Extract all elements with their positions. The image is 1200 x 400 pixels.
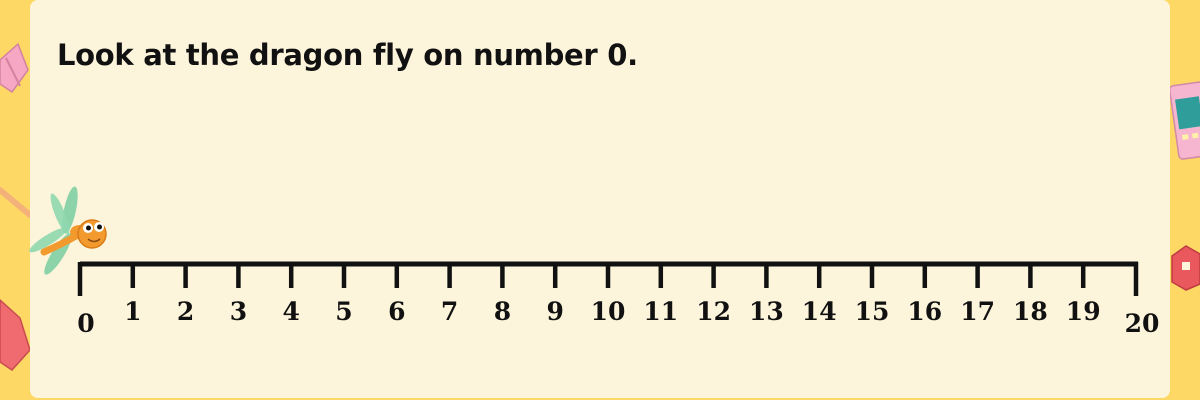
tick-label-19: 19 <box>1066 297 1101 326</box>
tick-label-16: 16 <box>907 297 942 326</box>
pink-gift-box-icon <box>0 42 29 94</box>
tick-label-20: 20 <box>1125 309 1160 338</box>
tick-label-12: 12 <box>696 297 731 326</box>
tick-label-5: 5 <box>335 297 352 326</box>
tick-label-18: 18 <box>1013 297 1048 326</box>
tick-label-7: 7 <box>441 297 458 326</box>
calculator-icon <box>1168 81 1200 160</box>
tick-label-1: 1 <box>124 297 141 326</box>
red-box-icon <box>1171 245 1200 291</box>
ruler-stick-icon <box>0 187 33 218</box>
tick-label-15: 15 <box>855 297 890 326</box>
tick-label-9: 9 <box>546 297 563 326</box>
tick-label-2: 2 <box>177 297 194 326</box>
red-cube-icon <box>0 298 31 371</box>
left-decorations <box>0 42 33 371</box>
dragonfly-icon <box>29 186 107 275</box>
content-card <box>30 0 1170 398</box>
tick-marks <box>77 262 1139 296</box>
tick-label-17: 17 <box>960 297 995 326</box>
right-decorations <box>1168 81 1200 291</box>
tick-label-3: 3 <box>230 297 247 326</box>
instruction-text: Look at the dragon fly on number 0. <box>57 38 638 72</box>
tick-label-14: 14 <box>802 297 837 326</box>
tick-label-4: 4 <box>282 297 299 326</box>
tick-label-13: 13 <box>749 297 784 326</box>
tick-label-11: 11 <box>643 297 678 326</box>
tick-label-10: 10 <box>591 297 626 326</box>
tick-label-0: 0 <box>77 309 94 338</box>
tick-label-6: 6 <box>388 297 405 326</box>
tick-label-8: 8 <box>494 297 511 326</box>
